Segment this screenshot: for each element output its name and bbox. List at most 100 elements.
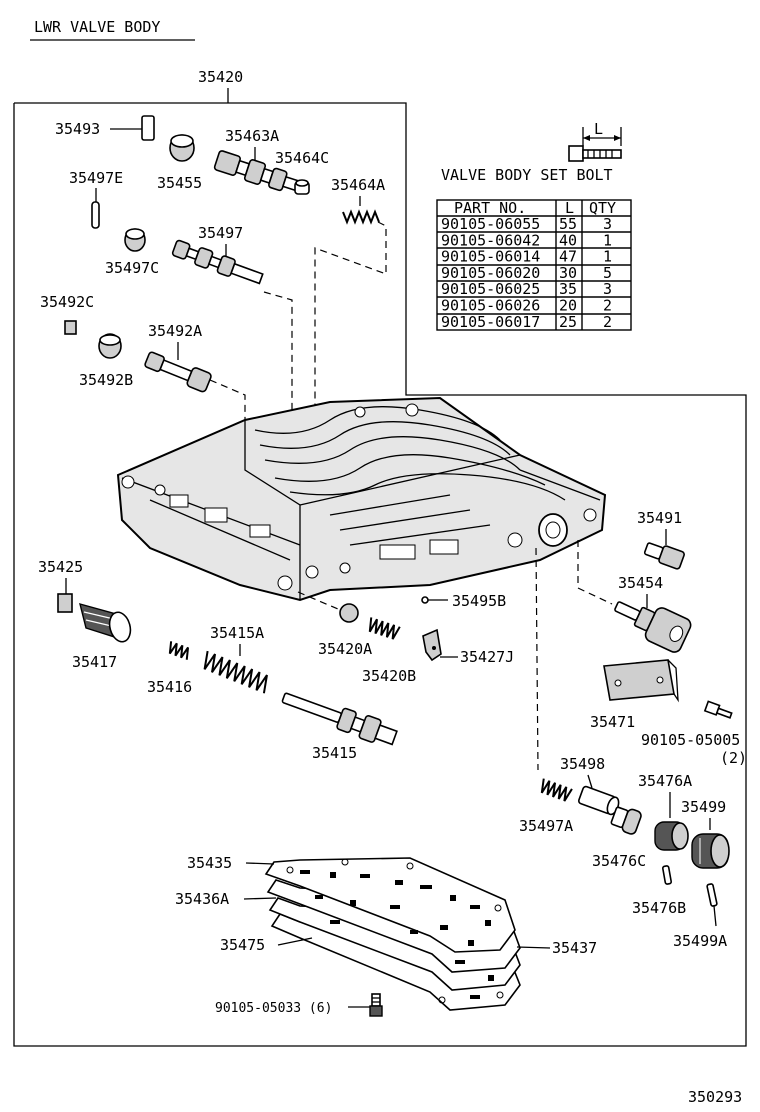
- table-cell-length: 35: [559, 280, 577, 298]
- label-90105-05005-qty: (2): [720, 749, 747, 767]
- table-cell-part-no: 90105-06025: [441, 280, 540, 298]
- table-cell-length: 20: [559, 297, 577, 315]
- guide-line-35464A: [314, 221, 387, 410]
- table-cell-part-no: 90105-06042: [441, 231, 540, 249]
- table-cell-qty: 1: [603, 231, 612, 249]
- part-35420A: [339, 603, 359, 623]
- guide-line-35420A: [297, 591, 346, 613]
- label-35463A: 35463A: [225, 127, 279, 145]
- label-35464A: 35464A: [331, 176, 385, 194]
- label-35499A: 35499A: [673, 932, 727, 950]
- part-35471: [603, 659, 679, 703]
- label-35497: 35497: [198, 224, 243, 242]
- label-35454: 35454: [618, 574, 663, 592]
- part-90105-05005: [703, 700, 733, 719]
- table-cell-qty: 2: [603, 313, 612, 331]
- part-35499A: [706, 883, 718, 907]
- table-cell-qty: 2: [603, 297, 612, 315]
- table-cell-qty: 3: [603, 215, 612, 233]
- table-cell-part-no: 90105-06017: [441, 313, 540, 331]
- label-35435: 35435: [187, 854, 232, 872]
- table-cell-qty: 3: [603, 280, 612, 298]
- table-cell-length: 55: [559, 215, 577, 233]
- spring-35415A: [203, 650, 268, 694]
- leader-35437: [516, 946, 551, 949]
- label-35464C: 35464C: [275, 149, 329, 167]
- table-cell-length: 30: [559, 264, 577, 282]
- assembly-frame: [13, 102, 747, 1047]
- label-35427J: 35427J: [460, 648, 514, 666]
- part-35476C: [610, 806, 642, 835]
- table-cell-part-no: 90105-06026: [441, 297, 540, 315]
- label-35415: 35415: [312, 744, 357, 762]
- spring-35420B: [368, 617, 401, 640]
- label-35498: 35498: [560, 755, 605, 773]
- label-35493: 35493: [55, 120, 100, 138]
- table-cell-qty: 5: [603, 264, 612, 282]
- part-35415: [281, 692, 398, 746]
- part-35497C: [124, 228, 146, 252]
- label-90105-05033: 90105-05033 (6): [215, 1001, 332, 1016]
- part-35417: [79, 603, 132, 643]
- part-35476A: [654, 821, 689, 851]
- lower-valve-body: [116, 396, 607, 602]
- part-35425: [57, 593, 73, 613]
- part-35492C: [64, 320, 77, 335]
- separator-plates: [264, 857, 521, 1011]
- part-35463A: [213, 150, 303, 193]
- part-35476B: [661, 865, 673, 885]
- bolt-length-label: L: [594, 120, 603, 138]
- label-35420B: 35420B: [362, 667, 416, 685]
- label-90105-05005: 90105-05005: [641, 731, 740, 749]
- leader-35499A: [713, 905, 717, 927]
- guide-line-35497A: [535, 547, 539, 771]
- label-35455: 35455: [157, 174, 202, 192]
- assembly-number: 35420: [198, 68, 243, 86]
- guide-line-35454: [577, 540, 613, 605]
- leader-35435: [245, 862, 275, 865]
- diagram-title: LWR VALVE BODY: [34, 18, 160, 36]
- part-35454: [614, 601, 692, 653]
- table-cell-part-no: 90105-06014: [441, 248, 540, 266]
- spring-35416: [168, 641, 190, 660]
- label-35492A: 35492A: [148, 322, 202, 340]
- part-35495B: [421, 596, 429, 604]
- leader-35475: [277, 937, 313, 946]
- part-35493: [141, 115, 155, 141]
- figure-number: 350293: [688, 1088, 742, 1106]
- part-35427J: [422, 628, 442, 662]
- leader-35436A: [243, 897, 277, 900]
- part-35492A: [144, 351, 212, 393]
- label-35416: 35416: [147, 678, 192, 696]
- part-35498: [577, 785, 620, 816]
- part-35497E: [91, 201, 100, 229]
- part-35497: [171, 239, 264, 285]
- part-35499: [691, 833, 730, 869]
- label-35420A: 35420A: [318, 640, 372, 658]
- label-35475: 35475: [220, 936, 265, 954]
- part-35455: [169, 134, 195, 162]
- label-35497C: 35497C: [105, 259, 159, 277]
- label-35476A: 35476A: [638, 772, 692, 790]
- label-35437: 35437: [552, 939, 597, 957]
- table-cell-length: 40: [559, 231, 577, 249]
- table-cell-part-no: 90105-06020: [441, 264, 540, 282]
- guide-line-35492A: [209, 379, 246, 445]
- spring-35497A: [540, 778, 573, 802]
- label-35471: 35471: [590, 713, 635, 731]
- label-35476C: 35476C: [592, 852, 646, 870]
- spring-35464A: [342, 209, 380, 225]
- bolt-table: [436, 199, 632, 331]
- leader-35498: [587, 774, 593, 789]
- label-35415A: 35415A: [210, 624, 264, 642]
- guide-line-35497: [263, 291, 293, 420]
- bolt-icon: [568, 127, 622, 162]
- label-35417: 35417: [72, 653, 117, 671]
- label-35492C: 35492C: [40, 293, 94, 311]
- label-35499: 35499: [681, 798, 726, 816]
- label-35492B: 35492B: [79, 371, 133, 389]
- table-cell-length: 47: [559, 248, 577, 266]
- table-cell-qty: 1: [603, 248, 612, 266]
- table-cell-length: 25: [559, 313, 577, 331]
- label-35425: 35425: [38, 558, 83, 576]
